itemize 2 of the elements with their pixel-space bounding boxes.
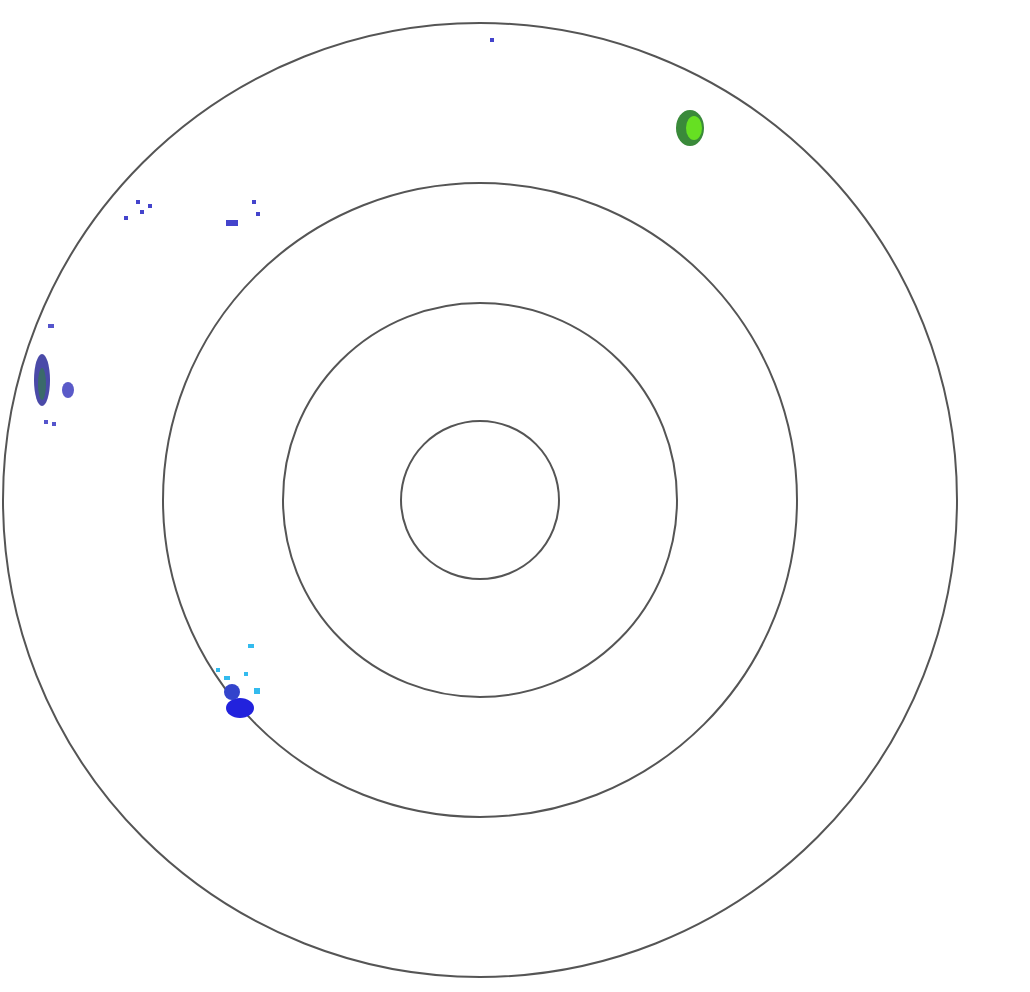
range-ring bbox=[281, 301, 677, 697]
range-ring bbox=[399, 419, 559, 579]
